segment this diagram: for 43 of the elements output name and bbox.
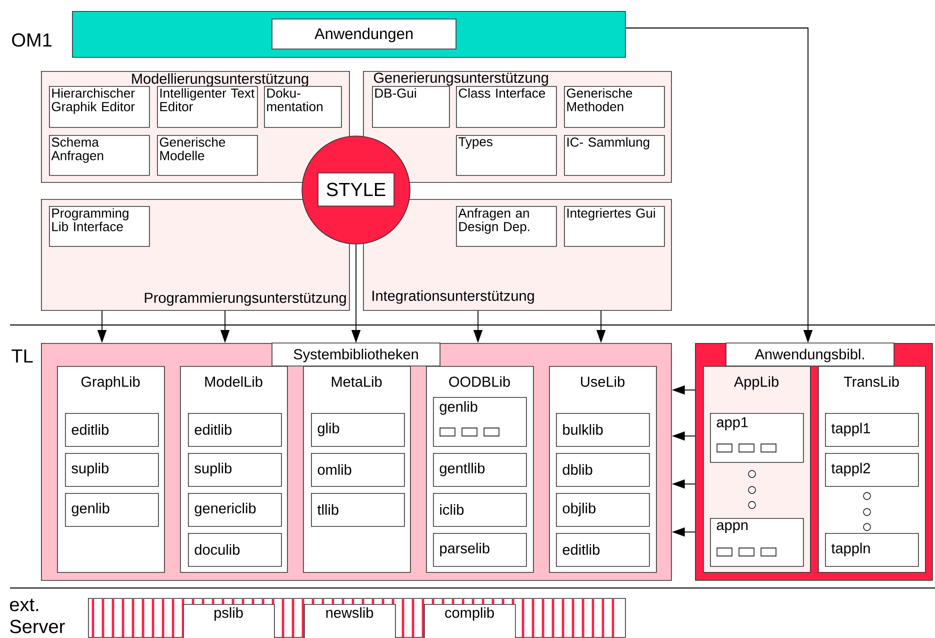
module-box: Generische Methoden: [564, 86, 665, 128]
library-box: newslib: [304, 604, 396, 638]
module-box: Generische Modelle: [157, 135, 258, 176]
layer-label: TL: [12, 349, 33, 363]
library-box: objlib: [556, 493, 650, 527]
module-box: Intelligenter Text Editor: [157, 86, 258, 128]
library-box: iclib: [433, 493, 527, 527]
module-box: Hierarchischer Graphik Editor: [49, 86, 150, 128]
library-box: parselib: [433, 533, 527, 567]
library-box: tllib: [311, 493, 405, 527]
module-box: Schema Anfragen: [49, 135, 150, 176]
application-band: Anwendungen: [72, 11, 626, 58]
library-box: bulklib: [556, 413, 650, 447]
library-box: tappl1: [825, 413, 919, 447]
library-box: appn: [710, 518, 804, 567]
library-box: genericlib: [188, 493, 282, 527]
library-box: suplib: [188, 453, 282, 487]
library-box: genlib: [65, 493, 159, 527]
library-box: omlib: [311, 453, 405, 487]
library-box: editlib: [65, 413, 159, 447]
module-box: IC- Sammlung: [564, 135, 665, 176]
module-box: Types: [456, 135, 557, 176]
module-box: Integriertes Gui: [564, 206, 665, 247]
library-box: doculib: [188, 533, 282, 567]
library-box: editlib: [188, 413, 282, 447]
module-box: Doku- mentation: [264, 86, 342, 128]
library-box: tappl2: [825, 453, 919, 487]
module-box: DB-Gui: [372, 86, 450, 128]
module-box: Programming Lib Interface: [49, 206, 150, 247]
library-box: dblib: [556, 453, 650, 487]
library-box: editlib: [556, 533, 650, 567]
layer-label: OM1: [12, 33, 52, 47]
library-box: glib: [311, 413, 405, 447]
layer-label: ext. Server: [10, 598, 65, 634]
library-box: genlib: [433, 397, 527, 447]
library-box: complib: [424, 604, 516, 638]
library-box: app1: [710, 413, 804, 463]
library-box: suplib: [65, 453, 159, 487]
module-box: Class Interface: [456, 86, 557, 128]
module-box: Anfragen an Design Dep.: [456, 206, 557, 247]
library-box: pslib: [183, 604, 275, 638]
library-box: gentllib: [433, 453, 527, 487]
library-box: tappln: [825, 533, 919, 567]
